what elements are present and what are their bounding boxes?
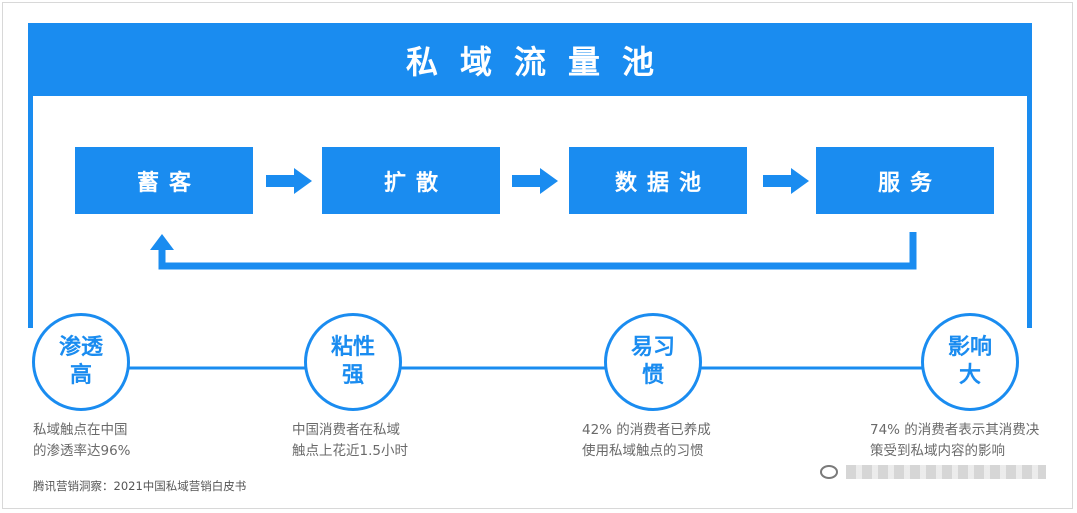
- trait-note-3-line1: 42% 的消费者已养成: [582, 422, 711, 438]
- trait-note-2-line2: 触点上花近1.5小时: [292, 443, 408, 459]
- trait-note-4-line2: 策受到私域内容的影响: [870, 443, 1005, 459]
- trait-note-1-line2: 的渗透率达96%: [33, 443, 131, 459]
- trait-label-1: 渗透高: [58, 335, 103, 388]
- source-citation: 腾讯营销洞察：2021中国私域营销白皮书: [33, 479, 247, 493]
- step-box-2: 扩散: [322, 147, 500, 214]
- watermark-blur: [846, 465, 1046, 479]
- step-label-2: 扩散: [383, 170, 448, 196]
- arrow-right-icon: [512, 168, 558, 194]
- return-loop-arrowhead: [150, 234, 174, 250]
- trait-note-1: 私域触点在中国 的渗透率达96%: [33, 420, 183, 462]
- trait-circle-3: 易习惯: [604, 313, 702, 411]
- wechat-icon: [820, 465, 838, 479]
- step-box-4: 服务: [816, 147, 994, 214]
- step-box-1: 蓄客: [75, 147, 253, 214]
- trait-note-4-line1: 74% 的消费者表示其消费决: [870, 422, 1040, 438]
- trait-circle-2: 粘性强: [304, 313, 402, 411]
- watermark: [820, 462, 1060, 482]
- step-label-3: 数据池: [614, 170, 711, 196]
- trait-note-3-line2: 使用私域触点的习惯: [582, 443, 704, 459]
- step-label-1: 蓄客: [136, 170, 201, 196]
- trait-note-2: 中国消费者在私域 触点上花近1.5小时: [292, 420, 442, 462]
- arrow-right-icon: [266, 168, 312, 194]
- trait-circle-1: 渗透高: [32, 313, 130, 411]
- frame-right-bar: [1027, 96, 1032, 328]
- trait-circle-4: 影响大: [921, 313, 1019, 411]
- trait-label-3: 易习惯: [630, 335, 675, 388]
- trait-note-3: 42% 的消费者已养成 使用私域触点的习惯: [582, 420, 752, 462]
- return-loop-line: [158, 232, 917, 270]
- trait-label-2: 粘性强: [330, 335, 375, 388]
- frame-left-bar: [28, 96, 33, 328]
- trait-note-4: 74% 的消费者表示其消费决 策受到私域内容的影响: [870, 420, 1070, 462]
- diagram-title: 私域流量池: [405, 42, 676, 81]
- trait-label-4: 影响大: [947, 335, 992, 388]
- title-banner: 私域流量池: [28, 23, 1032, 96]
- arrow-right-icon: [763, 168, 809, 194]
- step-box-3: 数据池: [569, 147, 747, 214]
- trait-note-1-line1: 私域触点在中国: [33, 422, 128, 438]
- trait-note-2-line1: 中国消费者在私域: [292, 422, 400, 438]
- step-label-4: 服务: [877, 170, 942, 196]
